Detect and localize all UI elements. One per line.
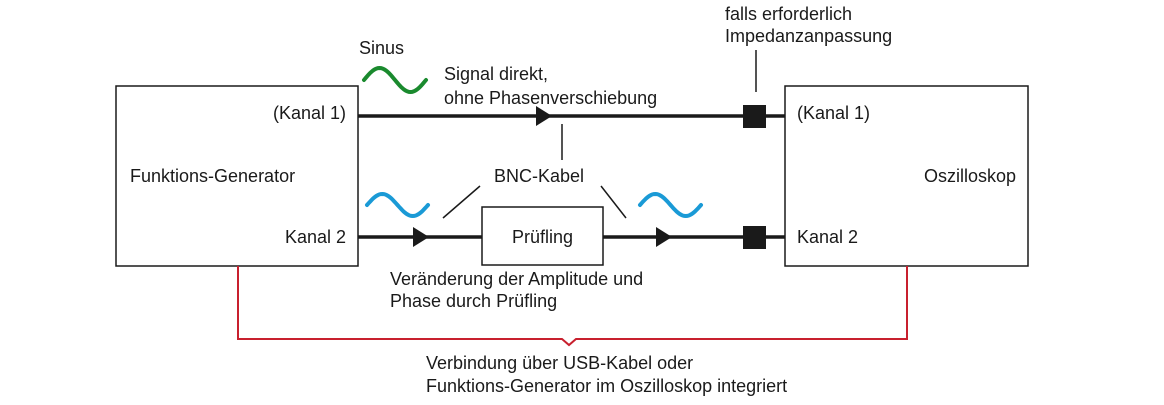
usb-label-line2: Funktions-Generator im Oszilloskop integ… bbox=[426, 376, 787, 396]
scope-channel-1-label: (Kanal 1) bbox=[797, 103, 870, 123]
change-label-line2: Phase durch Prüfling bbox=[390, 291, 557, 311]
bnc-leader-left bbox=[442, 185, 481, 219]
sinus-label: Sinus bbox=[359, 38, 404, 58]
channel-2-impedance-adapter bbox=[743, 226, 766, 249]
channel-1-impedance-adapter bbox=[743, 105, 766, 128]
signal-direct-label-line2: ohne Phasenverschiebung bbox=[444, 88, 657, 108]
channel-1-arrow bbox=[536, 106, 552, 126]
usb-connection-line bbox=[237, 266, 908, 347]
function-generator-title: Funktions-Generator bbox=[130, 166, 295, 186]
bnc-leader-right bbox=[600, 185, 627, 219]
bnc-cable-label: BNC-Kabel bbox=[494, 166, 584, 186]
generator-channel-2-label: Kanal 2 bbox=[285, 227, 346, 247]
impedance-label-line2: Impedanzanpassung bbox=[725, 26, 892, 46]
signal-direct-label-line1: Signal direkt, bbox=[444, 64, 548, 84]
channel-2-arrow-in bbox=[413, 227, 429, 247]
dut-label: Prüfling bbox=[512, 227, 573, 247]
change-label-line1: Veränderung der Amplitude und bbox=[390, 269, 643, 289]
dut-box bbox=[481, 206, 604, 266]
channel-2-arrow-out bbox=[656, 227, 672, 247]
scope-channel-2-label: Kanal 2 bbox=[797, 227, 858, 247]
sine-wave-blue-output bbox=[638, 191, 703, 219]
usb-label-line1: Verbindung über USB-Kabel oder bbox=[426, 353, 693, 373]
sine-wave-blue-input bbox=[365, 191, 430, 219]
impedance-label-line1: falls erforderlich bbox=[725, 4, 852, 24]
oscilloscope-title: Oszilloskop bbox=[924, 166, 1016, 186]
sine-wave-green bbox=[362, 65, 428, 95]
generator-channel-1-label: (Kanal 1) bbox=[273, 103, 346, 123]
